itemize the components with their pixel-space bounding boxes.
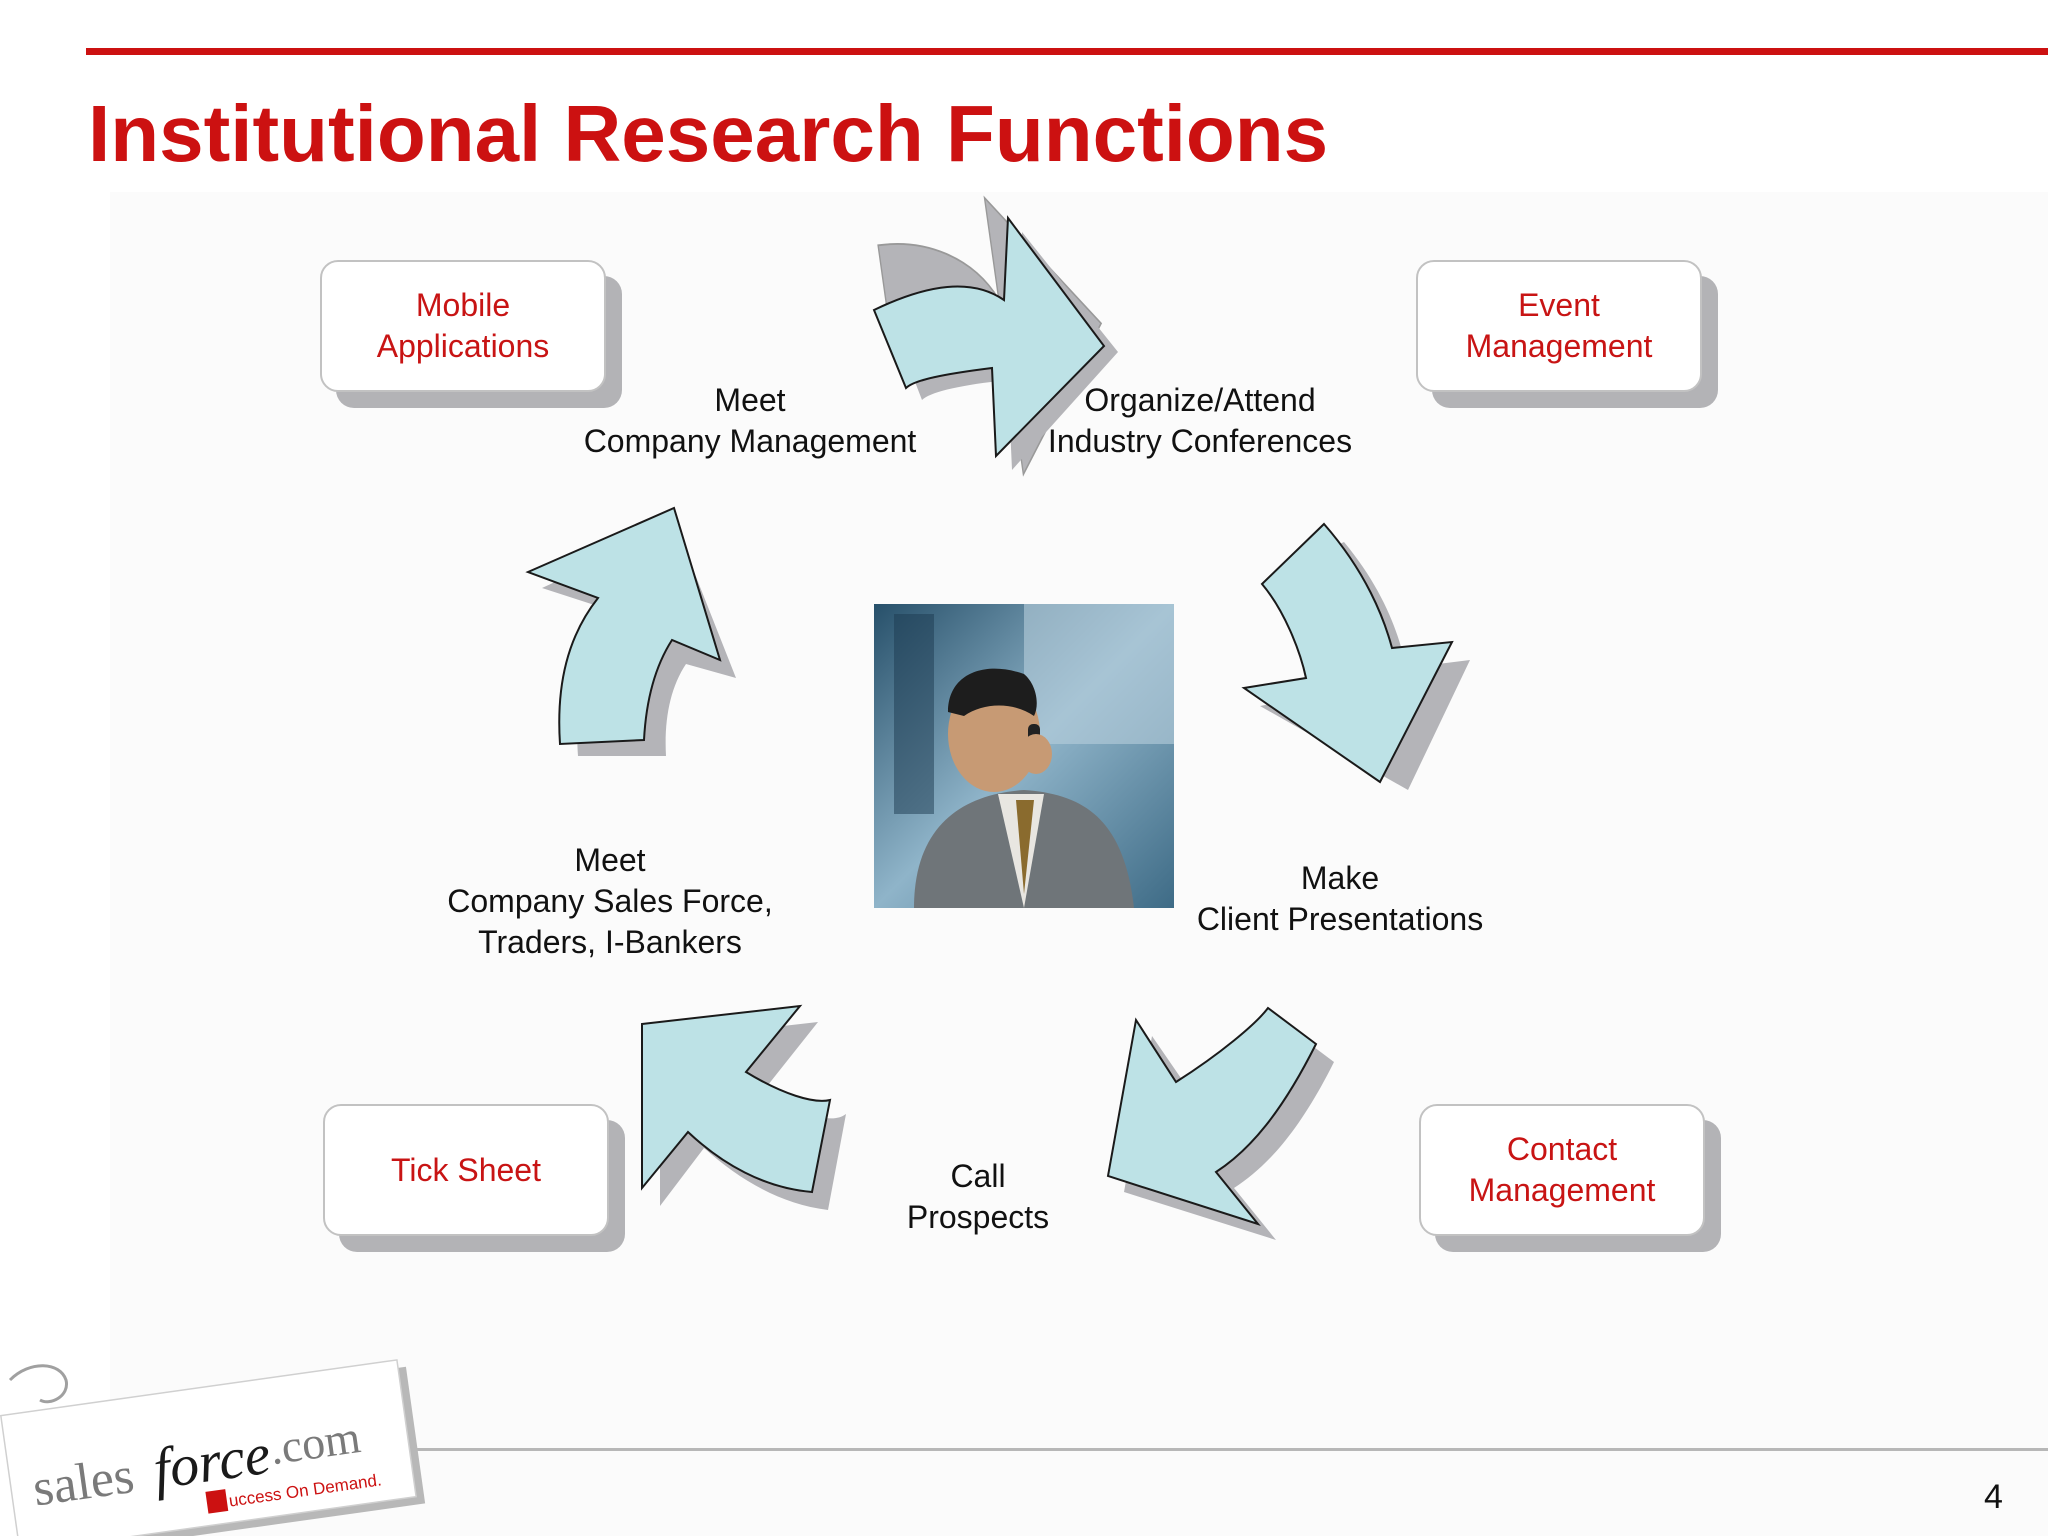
page-number: 4 [1984,1478,2003,1516]
slide-title: Institutional Research Functions [88,89,1329,178]
label-meet-sales-force: Meet Company Sales Force, Traders, I-Ban… [447,842,773,960]
footer-rule [400,1448,2048,1451]
arrow-right-shape [1241,522,1470,790]
svg-text:.com: .com [267,1411,364,1474]
label-industry-conferences: Organize/Attend Industry Conferences [1047,382,1353,459]
mobile-applications-box: Mobile Applications [320,260,606,392]
svg-text:sales: sales [29,1447,137,1518]
salesforce-logo: sales force .com uccess On Demand. [0,1359,426,1536]
arrow-bottom-right-shape [1106,1006,1334,1240]
businessman-photo [874,604,1174,908]
label-meet-management: Meet Company Management [583,382,917,459]
top-accent-bar [86,48,2048,55]
arrow-bottom-left-shape [641,1004,846,1210]
tick-sheet-box: Tick Sheet [323,1104,609,1236]
svg-text:force: force [149,1421,274,1502]
event-management-box: Event Management [1416,260,1702,392]
label-call-prospects: Call Prospects [906,1158,1050,1235]
arrow-left-shape [525,506,736,756]
contact-management-box: Contact Management [1419,1104,1705,1236]
label-client-presentations: Make Client Presentations [1196,860,1484,937]
arrow-top-shape [872,215,1118,470]
